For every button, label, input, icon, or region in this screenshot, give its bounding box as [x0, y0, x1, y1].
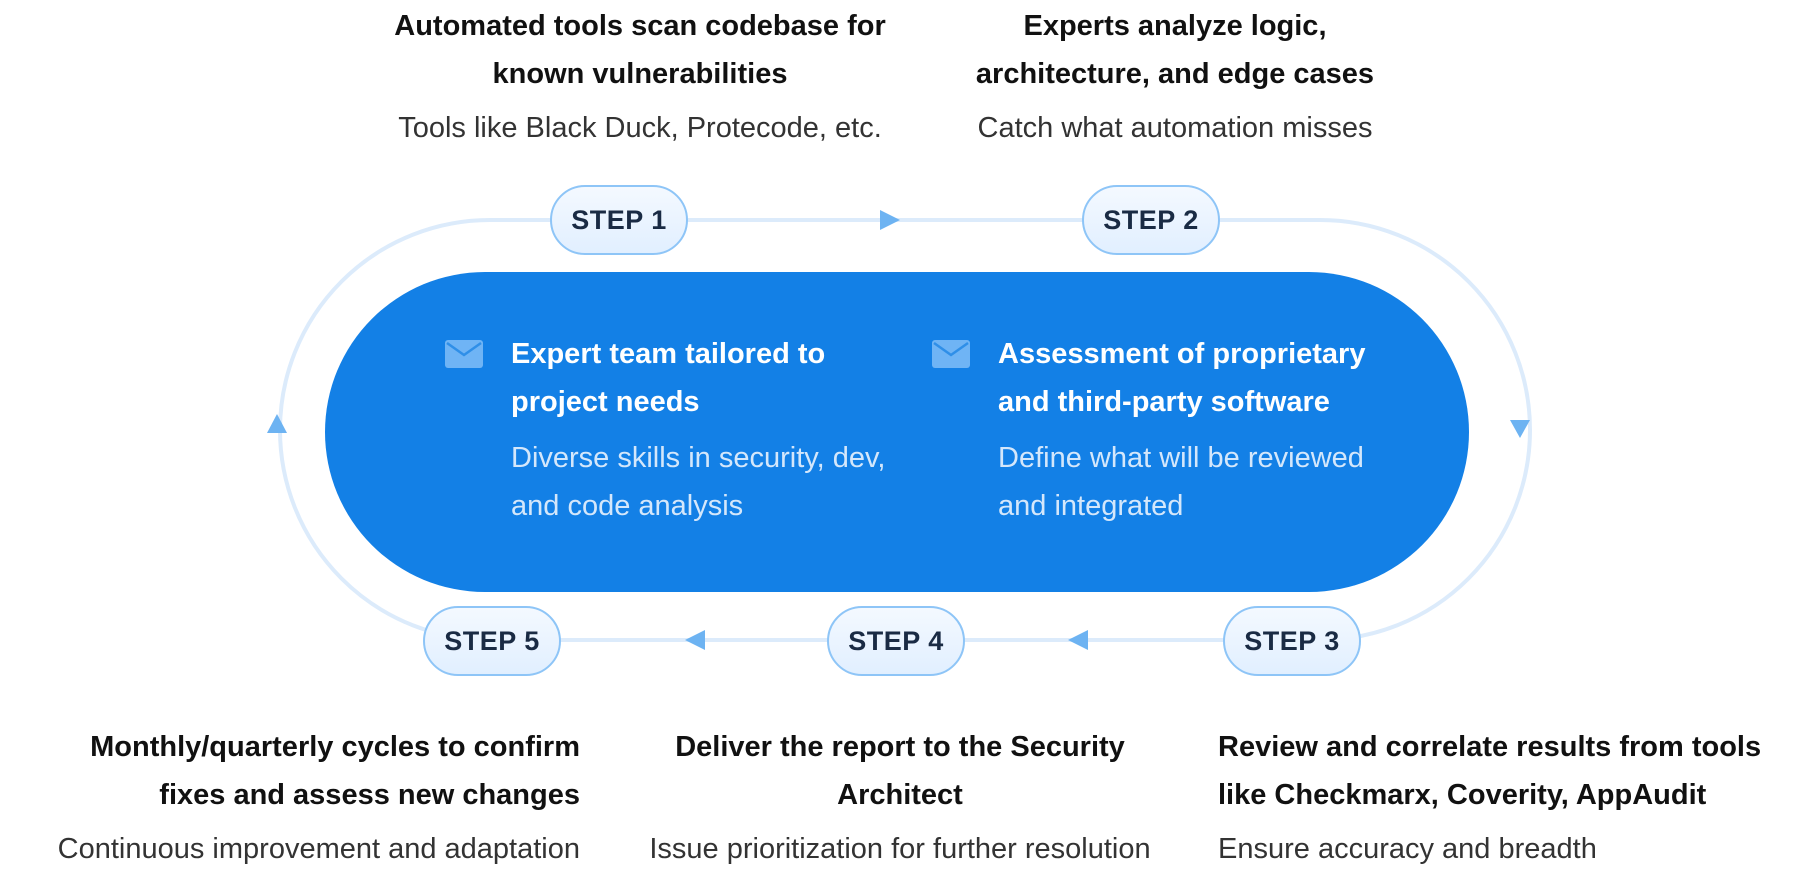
feature-title: Expert team tailored to project needs: [511, 338, 826, 418]
step-4-caption: Deliver the report to the Security Archi…: [630, 723, 1170, 873]
step-description: Continuous improvement and adaptation: [57, 833, 580, 865]
arrow-down-icon: [1510, 420, 1530, 438]
step-title: Monthly/quarterly cycles to confirm fixe…: [90, 731, 580, 811]
step-description: Issue prioritization for further resolut…: [649, 833, 1151, 865]
step-3-caption: Review and correlate results from tools …: [1218, 723, 1803, 873]
step-1-pill: STEP 1: [550, 185, 688, 255]
step-5-pill: STEP 5: [423, 606, 561, 676]
arrow-left-icon: [685, 630, 705, 650]
envelope-icon: [932, 340, 970, 368]
arrow-up-icon: [267, 414, 287, 433]
arrow-right-icon: [880, 210, 900, 230]
step-description: Catch what automation misses: [977, 112, 1373, 144]
step-5-caption: Monthly/quarterly cycles to confirm fixe…: [30, 723, 580, 873]
step-title: Automated tools scan codebase for known …: [394, 10, 886, 90]
feature-description: Diverse skills in security, dev, and cod…: [511, 442, 886, 522]
step-title: Experts analyze logic, architecture, and…: [975, 10, 1375, 90]
feature-description: Define what will be reviewed and integra…: [998, 442, 1364, 522]
step-2-pill: STEP 2: [1082, 185, 1220, 255]
envelope-icon: [445, 340, 483, 368]
step-4-pill: STEP 4: [827, 606, 965, 676]
feature-title: Assessment of proprietary and third-part…: [998, 338, 1366, 418]
feature-expert-team: Expert team tailored to project needs Di…: [445, 330, 905, 540]
step-3-pill: STEP 3: [1223, 606, 1361, 676]
step-title: Deliver the report to the Security Archi…: [675, 731, 1125, 811]
arrow-left-icon: [1068, 630, 1088, 650]
step-1-caption: Automated tools scan codebase for known …: [380, 2, 900, 152]
feature-assessment: Assessment of proprietary and third-part…: [932, 330, 1392, 540]
step-description: Tools like Black Duck, Protecode, etc.: [398, 112, 882, 144]
core-capsule: [325, 272, 1469, 592]
step-title: Review and correlate results from tools …: [1218, 731, 1762, 811]
step-description: Ensure accuracy and breadth: [1218, 833, 1597, 865]
step-2-caption: Experts analyze logic, architecture, and…: [940, 2, 1410, 152]
